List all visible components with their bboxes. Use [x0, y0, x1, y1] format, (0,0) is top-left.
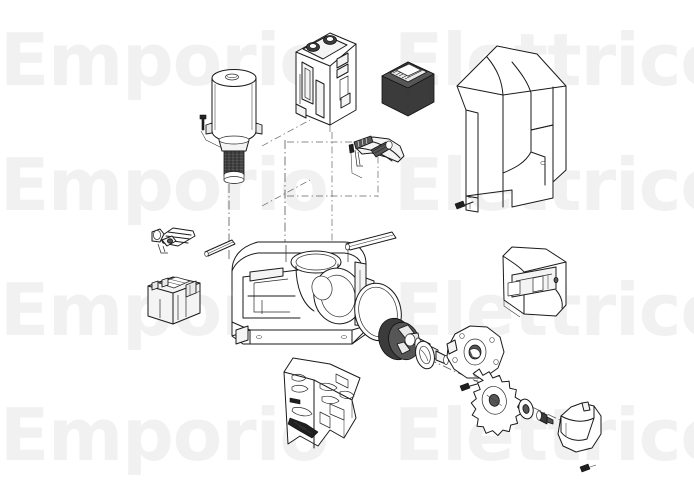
part-gearbox-end-plate [446, 325, 505, 379]
part-gearbox-chassis-housing [231, 241, 375, 345]
part-motor-screw [199, 114, 223, 149]
part-gear-guard-cap [557, 401, 602, 453]
part-guide-rail-strip [345, 231, 397, 251]
part-pinion-washer [518, 398, 534, 420]
part-gear-guard-screw [579, 463, 597, 473]
part-release-lever [151, 227, 196, 254]
part-side-access-panel [502, 246, 567, 318]
part-electric-motor [205, 69, 263, 184]
part-release-handle-arm [348, 135, 405, 179]
part-pinion-bolt [536, 410, 554, 425]
part-hardware-accessory-kit [283, 357, 361, 449]
part-spacer-washer [415, 340, 435, 370]
part-pinion-gear [470, 368, 523, 437]
part-end-plate-screw [459, 379, 479, 392]
part-transformer-block [381, 61, 435, 117]
part-clutch-pulley-assembly [378, 317, 449, 365]
part-antenna-rod [204, 239, 236, 257]
part-main-cover-hood [456, 45, 567, 213]
part-control-unit-box [295, 32, 357, 132]
part-cover-screw [454, 196, 474, 210]
part-terminal-block-connector [147, 276, 201, 325]
